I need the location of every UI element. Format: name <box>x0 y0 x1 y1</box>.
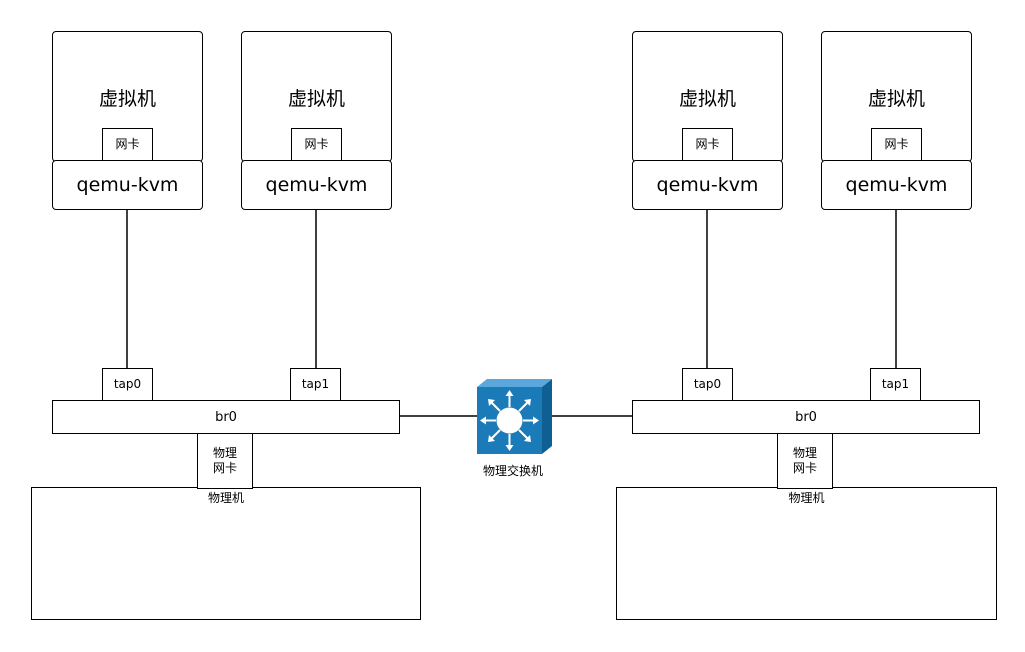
host-label: 物理机 <box>788 491 825 505</box>
vm-nic: 网卡 <box>871 128 922 161</box>
vm-title: 虚拟机 <box>98 88 156 110</box>
vm-nic: 网卡 <box>682 128 733 161</box>
vm-nic: 网卡 <box>291 128 342 161</box>
virtual-machine-box: 虚拟机 网卡 <box>241 31 392 162</box>
tap-interface: tap1 <box>290 368 341 401</box>
virtual-machine-box: 虚拟机 网卡 <box>821 31 972 162</box>
tap-interface: tap1 <box>870 368 921 401</box>
physical-host-box: 物理机 <box>31 487 421 620</box>
virtual-machine-box: 虚拟机 网卡 <box>52 31 203 162</box>
tap-interface: tap0 <box>102 368 153 401</box>
virtual-machine-box: 虚拟机 网卡 <box>632 31 783 162</box>
network-switch-icon <box>477 379 552 454</box>
physical-nic: 物理 网卡 <box>777 433 833 489</box>
physical-nic: 物理 网卡 <box>197 433 253 489</box>
vm-title: 虚拟机 <box>287 88 345 110</box>
qemu-kvm-box: qemu-kvm <box>241 160 392 210</box>
bridge-br0: br0 <box>632 400 980 434</box>
switch-label: 物理交换机 <box>482 464 543 478</box>
vm-title: 虚拟机 <box>678 88 736 110</box>
physical-host-box: 物理机 <box>616 487 997 620</box>
bridge-br0: br0 <box>52 400 400 434</box>
qemu-kvm-box: qemu-kvm <box>821 160 972 210</box>
tap-interface: tap0 <box>682 368 733 401</box>
host-label: 物理机 <box>207 491 244 505</box>
qemu-kvm-box: qemu-kvm <box>632 160 783 210</box>
qemu-kvm-box: qemu-kvm <box>52 160 203 210</box>
vm-nic: 网卡 <box>102 128 153 161</box>
vm-title: 虚拟机 <box>867 88 925 110</box>
